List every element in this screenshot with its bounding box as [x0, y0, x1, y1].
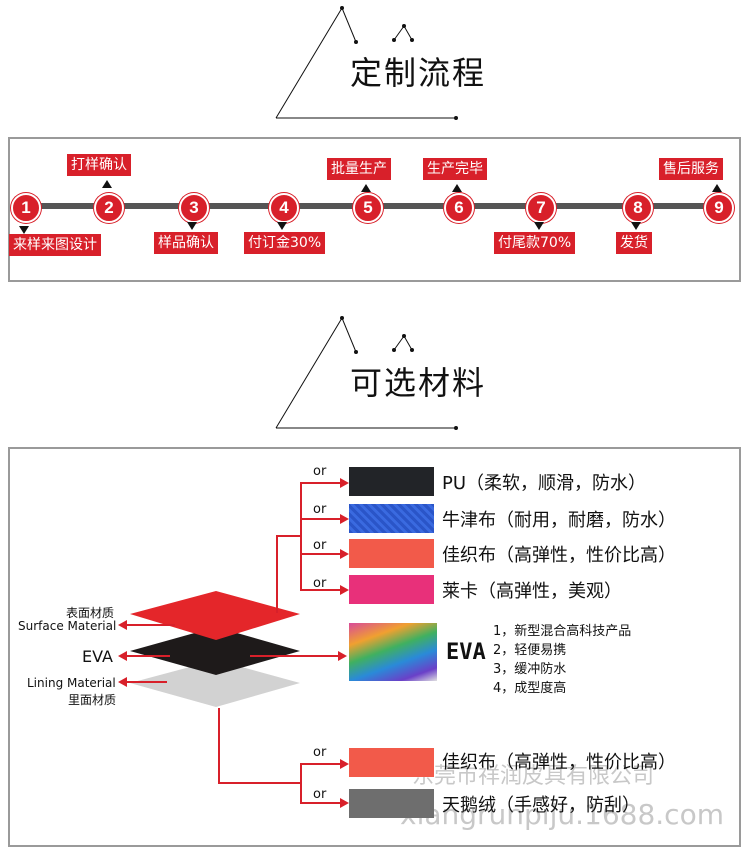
step-label-1: 来样来图设计 — [9, 234, 101, 256]
down-triangle-icon — [187, 222, 197, 230]
lining-bracket — [300, 763, 302, 803]
lining-option-velvet: 天鹅绒（手感好，防刮） — [442, 795, 640, 816]
step-label-4: 付订金30% — [244, 232, 326, 254]
title-decoration-icon — [275, 316, 458, 430]
process-panel — [8, 137, 741, 282]
eva-label: EVA — [82, 647, 113, 666]
section2-title: 可选材料 — [350, 364, 487, 402]
step-circle-1: 1 — [11, 193, 41, 223]
material-option-jiazhi: 佳织布（高弹性，性价比高） — [442, 545, 676, 566]
up-triangle-icon — [102, 180, 112, 188]
watermark-company: 东莞市祥润皮具有限公司 — [412, 764, 655, 789]
step-circle-9: 9 — [704, 193, 734, 223]
material-option-lycra: 莱卡（高弹性，美观） — [442, 581, 622, 602]
branch-line-1 — [300, 482, 340, 484]
step-circle-8: 8 — [623, 193, 653, 223]
swatch-jiazhi — [349, 539, 434, 568]
or-label: or — [313, 576, 327, 591]
title-decoration-icon — [275, 6, 458, 120]
or-label: or — [313, 464, 327, 479]
surface-vertical-connector — [276, 535, 278, 613]
swatch-oxford — [349, 504, 434, 533]
step-circle-5: 5 — [353, 193, 383, 223]
swatch-lining-jiazhi — [349, 748, 434, 777]
arrow-right-icon — [340, 759, 349, 769]
down-triangle-icon — [19, 226, 29, 234]
lining-pointer-line — [125, 681, 167, 683]
arrow-right-icon — [340, 585, 349, 595]
section1-title: 定制流程 — [350, 54, 487, 92]
step-label-2: 打样确认 — [67, 154, 131, 176]
step-label-8: 发货 — [616, 232, 652, 254]
lining-connector-h — [218, 782, 302, 784]
step-label-3: 样品确认 — [154, 232, 218, 254]
eva-feature: 3，缓冲防水 — [493, 662, 567, 677]
step-circle-3: 3 — [179, 193, 209, 223]
surface-label-cn: 表面材质 — [66, 606, 115, 620]
material-panel — [8, 447, 741, 847]
eva-title: EVA — [446, 640, 486, 665]
down-triangle-icon — [631, 222, 641, 230]
lining-option-jiazhi: 佳织布（高弹性，性价比高） — [442, 752, 676, 773]
surface-layer — [130, 591, 300, 640]
swatch-velvet — [349, 789, 434, 818]
arrow-right-icon — [340, 478, 349, 488]
surface-label-en: Surface Material — [18, 619, 117, 633]
step-label-7: 付尾款70% — [494, 232, 576, 254]
watermark-url: xiangrunpiju.1688.com — [400, 798, 724, 831]
arrow-left-icon — [118, 620, 127, 630]
step-circle-4: 4 — [269, 193, 299, 223]
eva-features: 1，新型混合高科技产品 2，轻便易携 3，缓冲防水 4，成型度高 — [493, 622, 631, 698]
eva-connector — [250, 655, 338, 657]
or-label: or — [313, 502, 327, 517]
up-triangle-icon — [452, 184, 462, 192]
down-triangle-icon — [277, 222, 287, 230]
down-triangle-icon — [534, 222, 544, 230]
step-circle-6: 6 — [444, 193, 474, 223]
lining-vertical-connector — [218, 708, 220, 783]
eva-feature: 4，成型度高 — [493, 681, 567, 696]
eva-feature: 1，新型混合高科技产品 — [493, 624, 632, 639]
branch-line-5 — [300, 763, 340, 765]
swatch-pu — [349, 467, 434, 496]
or-label: or — [313, 538, 327, 553]
branch-line-2 — [300, 518, 340, 520]
or-label: or — [313, 787, 327, 802]
branch-line-4 — [300, 589, 340, 591]
material-option-pu: PU（柔软，顺滑，防水） — [442, 473, 647, 494]
step-circle-7: 7 — [526, 193, 556, 223]
up-triangle-icon — [712, 184, 722, 192]
surface-bracket — [300, 482, 302, 590]
step-label-6: 生产完毕 — [423, 158, 487, 180]
arrow-right-icon — [338, 651, 347, 661]
arrow-right-icon — [340, 549, 349, 559]
swatch-lycra — [349, 575, 434, 604]
lining-label-cn: 里面材质 — [68, 693, 117, 707]
surface-connector-h — [276, 535, 302, 537]
branch-line-3 — [300, 553, 340, 555]
surface-pointer-line — [125, 624, 175, 626]
arrow-right-icon — [340, 798, 349, 808]
eva-pointer-line — [125, 655, 170, 657]
step-circle-2: 2 — [94, 193, 124, 223]
lining-label-en: Lining Material — [27, 676, 116, 690]
material-option-oxford: 牛津布（耐用，耐磨，防水） — [442, 510, 676, 531]
lining-layer — [130, 660, 300, 707]
step-label-9: 售后服务 — [659, 158, 723, 180]
layer-stack-graphic — [130, 591, 300, 707]
arrow-left-icon — [118, 677, 127, 687]
eva-feature: 2，轻便易携 — [493, 643, 567, 658]
eva-layer — [130, 627, 300, 675]
branch-line-6 — [300, 802, 340, 804]
arrow-right-icon — [340, 514, 349, 524]
eva-sample-image — [349, 623, 437, 681]
arrow-left-icon — [118, 651, 127, 661]
or-label: or — [313, 745, 327, 760]
up-triangle-icon — [361, 184, 371, 192]
step-label-5: 批量生产 — [327, 158, 391, 180]
